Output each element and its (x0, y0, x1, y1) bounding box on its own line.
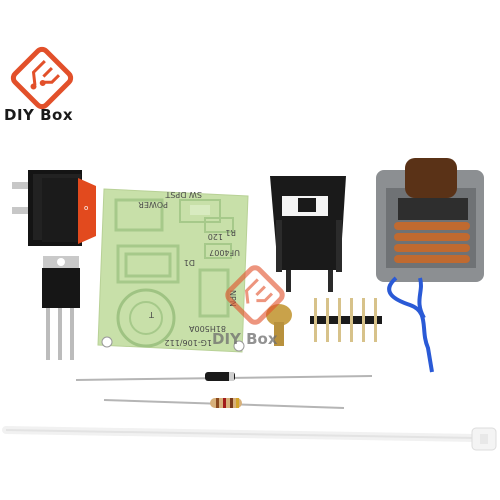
rocker-switch: o (12, 170, 96, 246)
pcb: SW DPST POWER R1 120 UF4007 D1 NPN T 81H… (97, 188, 249, 353)
heatsink (270, 176, 346, 292)
diode (75, 372, 373, 381)
circuit-board-icon (10, 46, 74, 110)
pcb-label-d1: D1 (184, 258, 195, 267)
pcb-label-q: NPN (228, 290, 237, 307)
transistor (42, 256, 80, 360)
pcb-label-r1-value: 120 (208, 232, 223, 241)
svg-text:o: o (84, 204, 88, 212)
cable-tie (2, 426, 497, 451)
pin-header (310, 298, 382, 342)
pcb-label-board-id: 1G-106/112 (165, 338, 212, 347)
pcb-label-d1-value: UF4007 (209, 248, 240, 257)
brand-name: DIY Box (4, 106, 74, 124)
resistor (103, 398, 345, 409)
pcb-label-r1: R1 (225, 228, 236, 237)
watermark-logo (225, 265, 285, 325)
pcb-label-t: T (149, 310, 155, 319)
pcb-label-sw: SW DPST (165, 190, 202, 199)
pcb-label-board-code: 81H500A (189, 324, 226, 333)
watermark-text: DIY Box (212, 330, 278, 348)
pcb-label-power: POWER (138, 200, 168, 209)
transformer-coil (376, 158, 484, 373)
